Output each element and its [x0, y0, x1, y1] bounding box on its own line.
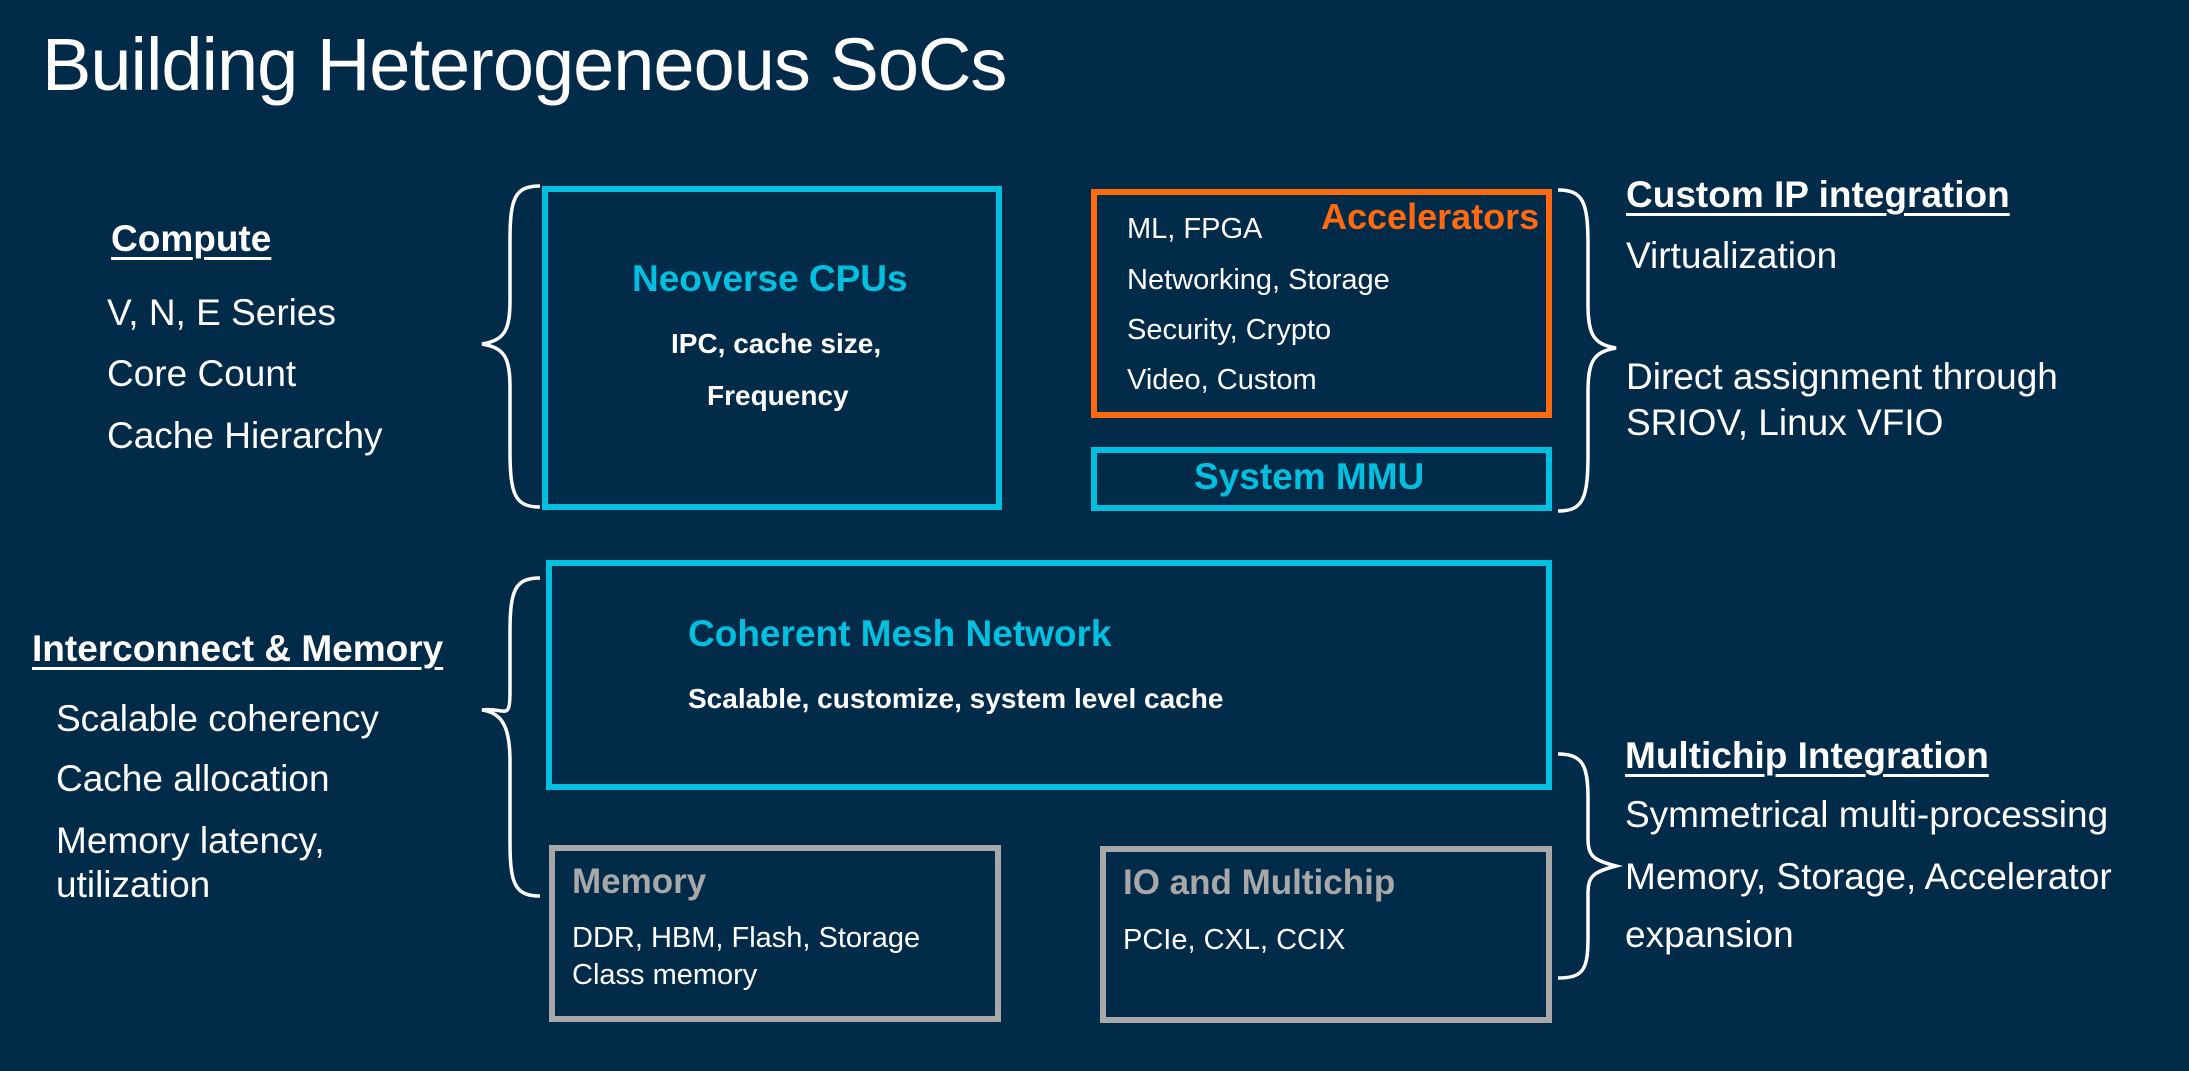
- memory-block: [549, 845, 1001, 1022]
- accelerator-item: ML, FPGA: [1127, 213, 1263, 245]
- multichip-item: expansion: [1625, 914, 1794, 955]
- io-multichip-title: IO and Multichip: [1123, 863, 1396, 902]
- compute-item: V, N, E Series: [107, 292, 336, 333]
- system-mmu-block: [1091, 447, 1552, 511]
- interconnect-item: utilization: [56, 864, 211, 905]
- coherent-mesh-subtitle: Scalable, customize, system level cache: [688, 683, 1224, 714]
- compute-item: Core Count: [107, 353, 297, 394]
- coherent-mesh-title: Coherent Mesh Network: [688, 613, 1112, 654]
- accelerator-item: Networking, Storage: [1127, 264, 1390, 296]
- accelerators-title: Accelerators: [1321, 196, 1540, 237]
- compute-item: Cache Hierarchy: [107, 415, 383, 456]
- interconnect-item: Memory latency,: [56, 820, 325, 861]
- multichip-heading: Multichip Integration: [1625, 735, 1989, 776]
- memory-line: DDR, HBM, Flash, Storage: [572, 922, 921, 954]
- interconnect-brace-icon: [481, 576, 541, 898]
- memory-line: Class memory: [572, 959, 758, 991]
- coherent-mesh-block: [546, 560, 1552, 790]
- slide-title: Building Heterogeneous SoCs: [42, 23, 1007, 106]
- custom-ip-brace-icon: [1557, 188, 1617, 513]
- compute-heading: Compute: [111, 218, 272, 259]
- multichip-item: Memory, Storage, Accelerator: [1625, 856, 2112, 897]
- system-mmu-title: System MMU: [1194, 456, 1425, 497]
- custom-ip-item: SRIOV, Linux VFIO: [1626, 402, 1944, 443]
- interconnect-item: Cache allocation: [56, 758, 330, 799]
- accelerators-block: [1091, 189, 1552, 418]
- neoverse-cpus-line: Frequency: [707, 380, 849, 411]
- io-multichip-line: PCIe, CXL, CCIX: [1123, 924, 1346, 956]
- neoverse-cpus-line: IPC, cache size,: [671, 328, 882, 359]
- compute-brace-icon: [481, 184, 541, 509]
- custom-ip-heading: Custom IP integration: [1626, 174, 2010, 215]
- neoverse-cpus-title: Neoverse CPUs: [632, 258, 908, 299]
- io-multichip-block: [1100, 846, 1552, 1023]
- accelerator-item: Security, Crypto: [1127, 314, 1332, 346]
- interconnect-heading: Interconnect & Memory: [32, 628, 444, 669]
- accelerator-item: Video, Custom: [1127, 364, 1317, 396]
- multichip-brace-icon: [1557, 752, 1623, 980]
- custom-ip-item: Virtualization: [1626, 235, 1838, 276]
- interconnect-item: Scalable coherency: [56, 698, 379, 739]
- custom-ip-item: Direct assignment through: [1626, 356, 2058, 397]
- memory-title: Memory: [572, 862, 707, 901]
- multichip-item: Symmetrical multi-processing: [1625, 794, 2109, 835]
- neoverse-cpus-block: [542, 186, 1002, 510]
